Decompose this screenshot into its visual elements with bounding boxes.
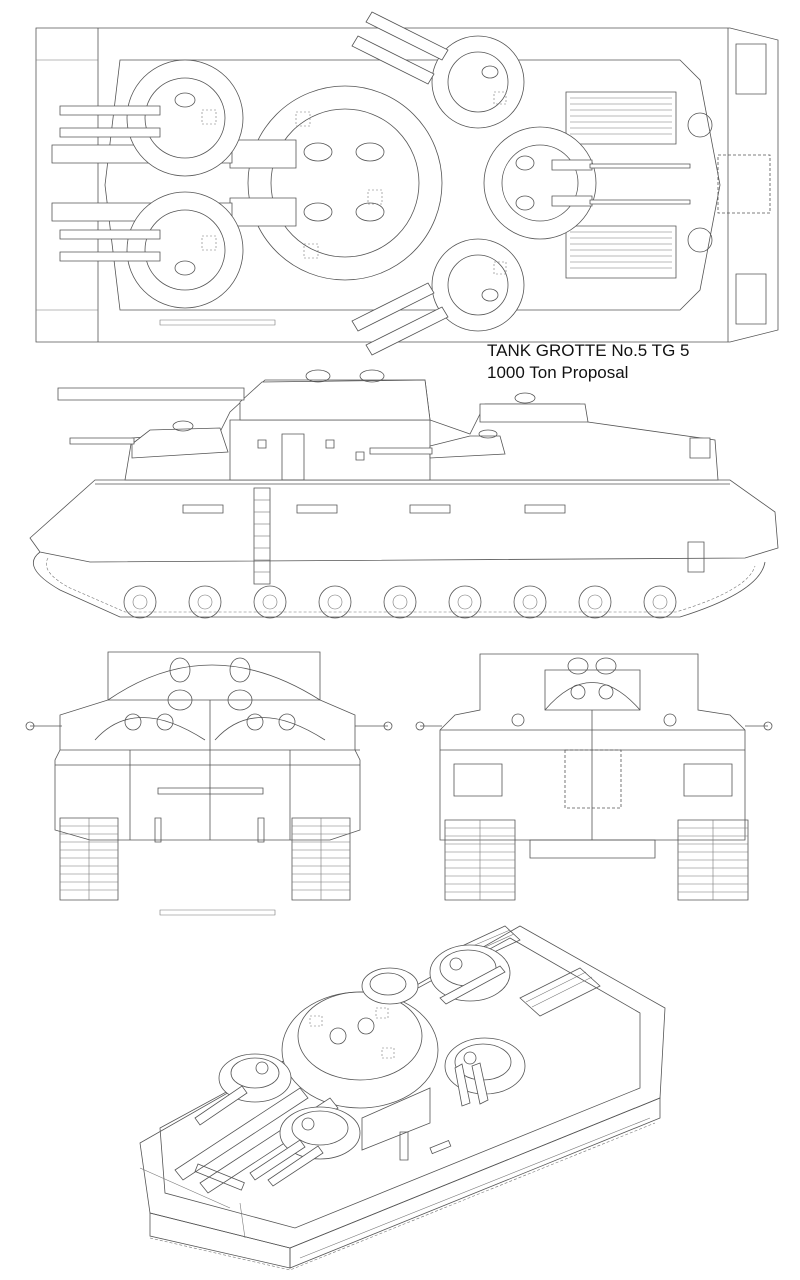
side-track [33,552,765,617]
iso-side-turret-upper [430,945,510,1004]
iso-front-turret-upper [195,1054,291,1125]
front-track-right [292,818,350,900]
drawing-title: TANK GROTTE No.5 TG 5 1000 Ton Proposal [487,340,689,384]
front-turret-lower [60,192,243,308]
side-turret-upper [352,12,524,128]
road-wheels [124,586,676,618]
front-track-left [60,818,118,900]
rear-hull [440,654,745,840]
front-view [0,640,400,920]
rear-track-right [678,820,748,900]
side-door [282,434,304,480]
title-line-1: TANK GROTTE No.5 TG 5 [487,341,690,360]
rear-track-left [445,820,515,900]
top-deck [105,60,720,310]
iso-small-turret [362,968,418,1004]
engine-grille-top [566,92,676,144]
iso-front-turret-lower [250,1107,360,1186]
side-ladder [254,488,270,584]
rear-hatch-top [736,44,766,94]
side-hull [30,480,778,562]
engine-grille-bottom [566,226,676,278]
side-main-gun [58,388,244,400]
rear-hatch-bottom [736,274,766,324]
front-slot [158,788,263,794]
rear-turret [484,127,690,239]
iso-grille-bottom [520,968,600,1016]
rear-hatch [565,750,621,808]
side-view [0,362,800,632]
title-line-2: 1000 Ton Proposal [487,363,629,382]
rear-vent-left [454,764,502,796]
rear-vent-right [684,764,732,796]
rear-view [400,640,800,920]
iso-side-turret-lower [445,1038,525,1106]
front-turret-upper [60,60,243,176]
front-hull [55,652,360,840]
isometric-view [0,918,800,1278]
top-view [0,0,800,360]
side-turret-lower [352,239,524,355]
